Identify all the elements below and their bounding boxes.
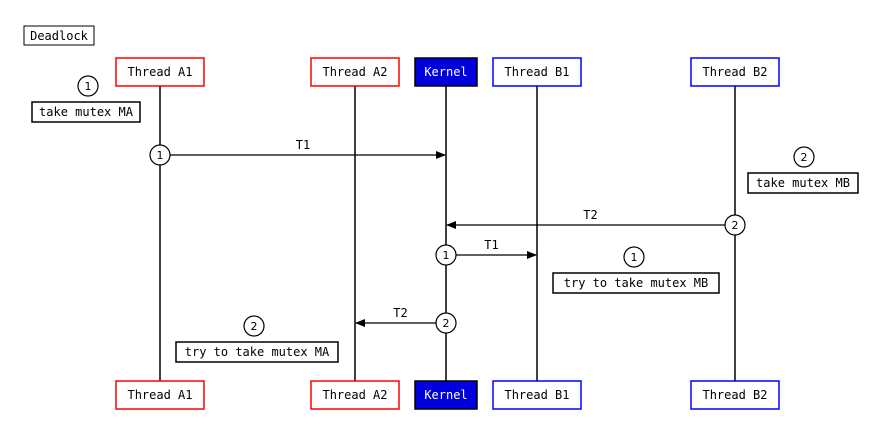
diagram-title: Deadlock — [23, 25, 95, 46]
message-label: T2 — [393, 306, 407, 320]
marker-number: 1 — [85, 80, 92, 93]
participant-kernel-top: Kernel — [414, 57, 478, 87]
note-box — [175, 341, 339, 363]
note-marker: 2 — [793, 146, 815, 168]
note-text: try to take mutex MB — [564, 276, 709, 290]
marker-number: 1 — [157, 149, 164, 162]
note-marker: 1 — [77, 75, 99, 97]
participant-a2-bottom: Thread A2 — [310, 380, 400, 410]
participant-box — [690, 380, 780, 410]
participant-a1-top: Thread A1 — [115, 57, 205, 87]
message-label: T1 — [484, 238, 498, 252]
message-marker: 2 — [435, 312, 457, 334]
marker-number: 2 — [251, 320, 258, 333]
message-label: T2 — [583, 208, 597, 222]
participant-b1-bottom: Thread B1 — [492, 380, 582, 410]
message-kernel-to-b1: T1 1 — [435, 238, 537, 266]
participant-box — [690, 57, 780, 87]
participant-box — [492, 380, 582, 410]
participant-label: Thread B2 — [702, 65, 767, 79]
participant-label: Thread A1 — [127, 65, 192, 79]
participants: Thread A1 Thread A1 Thread A2 Thread A2 Kern… — [115, 57, 780, 410]
notes: 1 take mutex MA 2 take mutex MB 1 try to take… — [31, 75, 859, 363]
participant-label: Thread B2 — [702, 388, 767, 402]
note-text: take mutex MB — [756, 176, 850, 190]
participant-a1-bottom: Thread A1 — [115, 380, 205, 410]
note-1: 1 take mutex MA — [31, 75, 141, 123]
participant-b2-bottom: Thread B2 — [690, 380, 780, 410]
participant-b1-top: Thread B1 — [492, 57, 582, 87]
note-text: try to take mutex MA — [185, 345, 330, 359]
note-box — [747, 172, 859, 194]
participant-box — [310, 380, 400, 410]
marker-number: 2 — [801, 151, 808, 164]
participant-box — [414, 57, 478, 87]
message-marker: 1 — [435, 244, 457, 266]
note-2: 2 take mutex MB — [747, 146, 859, 194]
participant-box — [492, 57, 582, 87]
note-box — [552, 272, 720, 294]
marker-number: 1 — [631, 251, 638, 264]
marker-number: 2 — [732, 219, 739, 232]
participant-label: Kernel — [424, 388, 467, 402]
participant-box — [414, 380, 478, 410]
note-text: take mutex MA — [39, 105, 134, 119]
participant-box — [310, 57, 400, 87]
note-box — [31, 101, 141, 123]
participant-label: Thread A1 — [127, 388, 192, 402]
message-a1-to-kernel: T1 1 — [149, 138, 446, 166]
participant-label: Kernel — [424, 65, 467, 79]
participant-label: Thread A2 — [322, 388, 387, 402]
note-4: 2 try to take mutex MA — [175, 315, 339, 363]
diagram-title-text: Deadlock — [30, 29, 89, 43]
lifelines — [159, 86, 736, 381]
message-b2-to-kernel: T2 2 — [446, 208, 746, 236]
participant-box — [115, 380, 205, 410]
participant-label: Thread A2 — [322, 65, 387, 79]
participant-a2-top: Thread A2 — [310, 57, 400, 87]
message-marker: 2 — [724, 214, 746, 236]
marker-number: 2 — [443, 317, 450, 330]
note-marker: 1 — [623, 246, 645, 268]
note-3: 1 try to take mutex MB — [552, 246, 720, 294]
participant-label: Thread B1 — [504, 65, 569, 79]
note-marker: 2 — [243, 315, 265, 337]
message-label: T1 — [296, 138, 310, 152]
message-kernel-to-a2: T2 2 — [355, 306, 457, 334]
participant-kernel-bottom: Kernel — [414, 380, 478, 410]
marker-number: 1 — [443, 249, 450, 262]
message-marker: 1 — [149, 144, 171, 166]
participant-box — [115, 57, 205, 87]
participant-b2-top: Thread B2 — [690, 57, 780, 87]
participant-label: Thread B1 — [504, 388, 569, 402]
